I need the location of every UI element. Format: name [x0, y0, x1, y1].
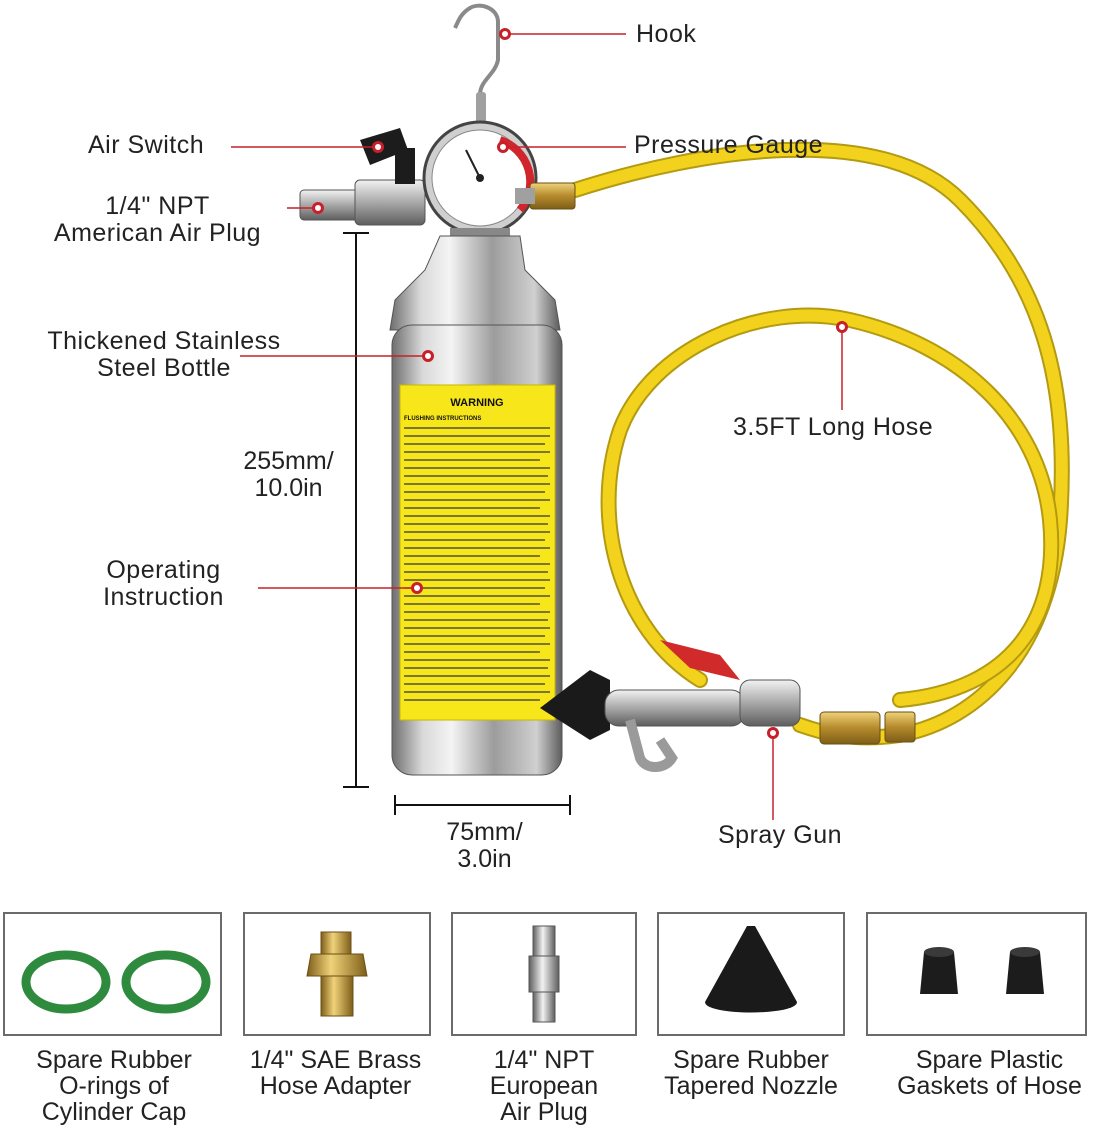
- accessory-euro-plug-line3: Air Plug: [500, 1098, 588, 1126]
- callout-air-plug-line1: 1/4" NPT: [105, 192, 210, 220]
- callout-dots: [312, 28, 848, 739]
- accessory-brass-adapter-caption: 1/4" SAE Brass Hose Adapter: [233, 1047, 438, 1099]
- accessory-orings-line3: Cylinder Cap: [41, 1098, 187, 1126]
- width-dimension-mm: 75mm/: [446, 818, 523, 846]
- accessory-orings-line1: Spare Rubber: [36, 1046, 192, 1074]
- callout-hose: 3.5FT Long Hose: [733, 413, 934, 441]
- hook: [453, 3, 500, 130]
- accessory-gaskets-line1: Spare Plastic: [915, 1046, 1064, 1074]
- accessory-brass-adapter-image: [243, 912, 431, 1036]
- flush-gun-illustration: WARNING FLUSHING INSTRUCTIONS: [231, 3, 1070, 820]
- width-dimension-line: [394, 795, 571, 815]
- operating-instruction-label: WARNING FLUSHING INSTRUCTIONS: [399, 384, 556, 721]
- height-dimension-in: 10.0in: [254, 474, 323, 502]
- width-dimension-in: 3.0in: [457, 845, 512, 873]
- callout-spray-gun: Spray Gun: [718, 821, 843, 849]
- hose: [567, 141, 1070, 746]
- height-dimension-line: [343, 232, 369, 788]
- callout-air-plug: 1/4" NPT American Air Plug: [30, 193, 285, 247]
- callout-operating-line2: Instruction: [103, 583, 224, 611]
- label-text-lines: [404, 427, 550, 701]
- accessory-gaskets-caption: Spare Plastic Gaskets of Hose: [882, 1047, 1097, 1099]
- accessory-brass-adapter-line2: Hose Adapter: [259, 1072, 412, 1100]
- accessory-euro-plug-line1: 1/4" NPT: [493, 1046, 595, 1074]
- height-dimension-mm: 255mm/: [243, 447, 334, 475]
- callout-air-switch: Air Switch: [88, 131, 205, 159]
- height-dimension-label: 255mm/ 10.0in: [226, 448, 351, 502]
- accessory-orings-line2: O-rings of: [59, 1072, 169, 1100]
- callout-air-plug-line2: American Air Plug: [53, 219, 262, 247]
- accessory-euro-plug-caption: 1/4" NPT European Air Plug: [451, 1047, 637, 1125]
- accessory-euro-plug-image: [451, 912, 637, 1036]
- callout-lines: [231, 33, 843, 820]
- accessory-euro-plug-line2: European: [489, 1072, 599, 1100]
- accessory-nozzle-image: [657, 912, 845, 1036]
- callout-bottle-line2: Steel Bottle: [97, 354, 231, 382]
- callout-operating: Operating Instruction: [86, 557, 241, 611]
- accessory-gaskets-line2: Gaskets of Hose: [897, 1072, 1082, 1100]
- pressure-gauge: [422, 120, 538, 246]
- callout-operating-line1: Operating: [106, 556, 221, 584]
- callout-bottle-line1: Thickened Stainless: [47, 327, 281, 355]
- label-heading: FLUSHING INSTRUCTIONS: [404, 416, 481, 422]
- accessory-gaskets-image: [866, 912, 1087, 1036]
- accessory-nozzle-caption: Spare Rubber Tapered Nozzle: [648, 1047, 854, 1099]
- width-dimension-label: 75mm/ 3.0in: [422, 819, 547, 873]
- accessory-orings-caption: Spare Rubber O-rings of Cylinder Cap: [0, 1047, 228, 1125]
- accessory-brass-adapter-line1: 1/4" SAE Brass: [249, 1046, 422, 1074]
- callout-hook: Hook: [636, 20, 697, 48]
- warning-title: WARNING: [450, 397, 503, 409]
- callout-pressure-gauge: Pressure Gauge: [634, 131, 824, 159]
- callout-bottle: Thickened Stainless Steel Bottle: [28, 328, 300, 382]
- accessory-orings-image: [3, 912, 222, 1036]
- accessory-nozzle-line1: Spare Rubber: [673, 1046, 829, 1074]
- air-valve: [299, 128, 426, 226]
- spray-gun: [540, 640, 916, 772]
- accessory-nozzle-line2: Tapered Nozzle: [664, 1072, 838, 1100]
